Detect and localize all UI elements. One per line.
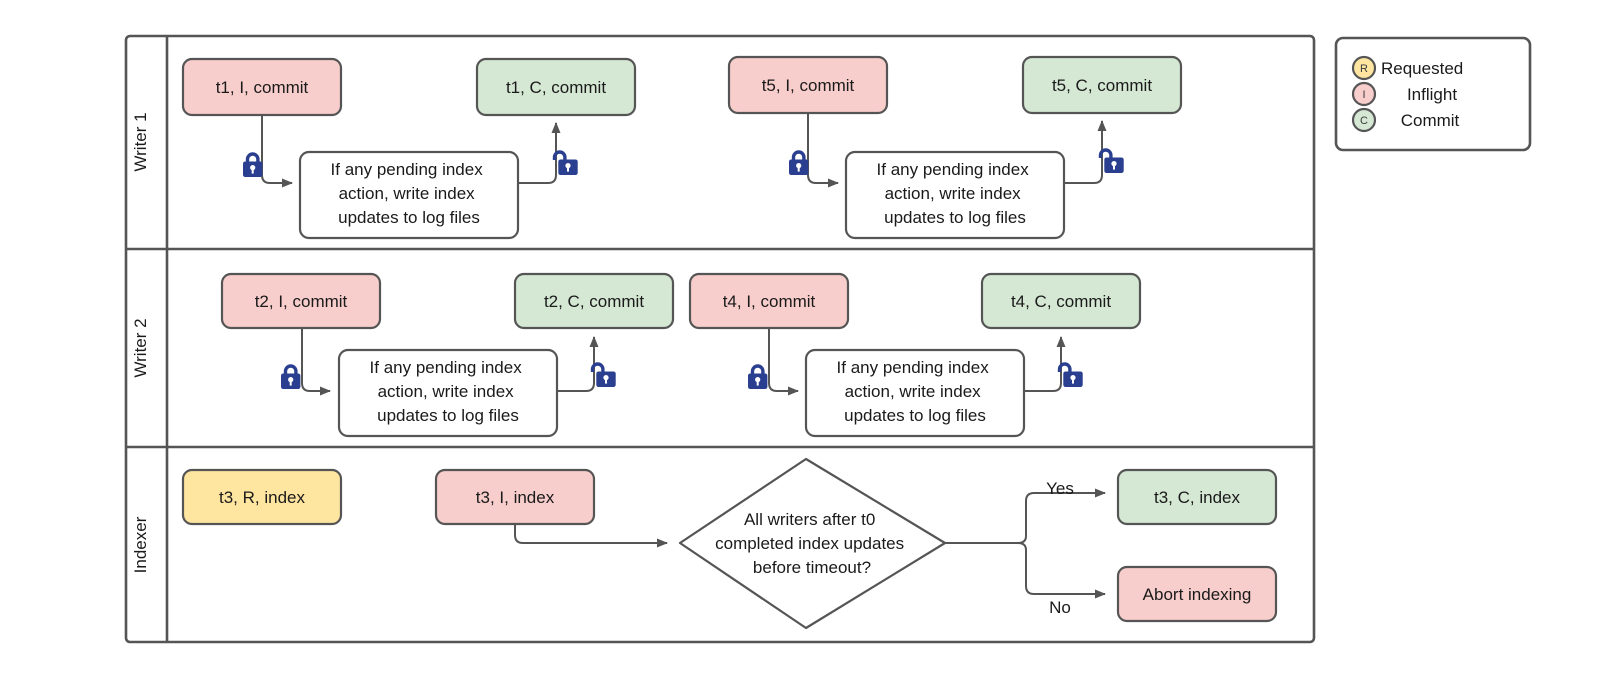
node-idx-decision-label: All writers after t0 completed index upd… <box>715 510 909 577</box>
flow-w2-t4-process-to-commit <box>1024 336 1066 392</box>
edge-label-yes: Yes <box>1046 479 1074 498</box>
lane-label-writer-1: Writer 1 <box>131 112 150 171</box>
legend-badge-letter-inflight: I <box>1362 89 1365 101</box>
lane-header-writer-1: Writer 1 <box>131 112 150 171</box>
node-w1-t5-inflight[interactable]: t5, I, commit <box>727 55 889 115</box>
legend-label-inflight: Inflight <box>1407 85 1457 104</box>
lane-header-writer-2: Writer 2 <box>131 318 150 377</box>
node-w1-t5-commit[interactable]: t5, C, commit <box>1021 55 1183 115</box>
node-w2-t2-commit[interactable]: t2, C, commit <box>513 272 675 330</box>
lock-closed-icon <box>789 150 809 175</box>
flow-w1-t5-process-to-commit <box>1064 120 1107 184</box>
node-idx-decision[interactable]: All writers after t0 completed index upd… <box>678 457 947 630</box>
flow-decision-branch <box>945 488 1106 599</box>
node-w1-process-2-label: If any pending index action, write index… <box>877 160 1034 227</box>
node-idx-t3-commit[interactable]: t3, C, index <box>1116 468 1278 526</box>
node-w2-process-1-label: If any pending index action, write index… <box>370 358 527 425</box>
flow-idx-inflight-to-decision <box>514 524 668 548</box>
swimlane-pool <box>124 34 1316 644</box>
lock-closed-icon <box>748 364 768 389</box>
lock-open-icon <box>1057 362 1083 387</box>
node-w2-t4-inflight[interactable]: t4, I, commit <box>688 272 850 330</box>
node-idx-abort-label: Abort indexing <box>1143 585 1252 604</box>
legend-badge-letter-commit: C <box>1360 115 1368 127</box>
legend-item-commit: C Commit <box>1351 107 1460 133</box>
node-idx-t3-requested-label: t3, R, index <box>219 488 305 507</box>
lane-label-indexer: Indexer <box>131 516 150 573</box>
node-idx-t3-commit-label: t3, C, index <box>1154 488 1240 507</box>
node-w1-t1-commit-label: t1, C, commit <box>506 78 606 97</box>
legend-badge-letter-requested: R <box>1360 63 1368 75</box>
lock-open-icon <box>552 150 578 175</box>
lock-closed-icon <box>243 152 263 177</box>
node-w1-t5-inflight-label: t5, I, commit <box>762 76 855 95</box>
flow-w2-t4-inflight-to-process <box>768 328 799 396</box>
node-w2-process-2-label: If any pending index action, write index… <box>837 358 994 425</box>
node-idx-t3-inflight[interactable]: t3, I, index <box>434 468 596 526</box>
node-w2-process-2[interactable]: If any pending index action, write index… <box>804 348 1026 438</box>
flow-w2-t2-process-to-commit <box>557 336 599 392</box>
legend-panel: R Requested I Inflight C Commit <box>1334 36 1532 152</box>
node-idx-t3-requested[interactable]: t3, R, index <box>181 468 343 526</box>
legend-label-commit: Commit <box>1401 111 1460 130</box>
node-w2-t2-inflight-label: t2, I, commit <box>255 292 348 311</box>
node-w1-process-1-label: If any pending index action, write index… <box>331 160 488 227</box>
flow-w1-inflight-to-process <box>261 115 293 188</box>
flow-w1-t5-inflight-to-process <box>807 113 839 188</box>
node-w2-process-1[interactable]: If any pending index action, write index… <box>337 348 559 438</box>
node-w1-t1-commit[interactable]: t1, C, commit <box>475 57 637 117</box>
node-w2-t4-commit[interactable]: t4, C, commit <box>980 272 1142 330</box>
node-w2-t4-commit-label: t4, C, commit <box>1011 292 1111 311</box>
lane-header-indexer: Indexer <box>131 516 150 573</box>
node-w1-process-2[interactable]: If any pending index action, write index… <box>844 150 1066 240</box>
node-w1-process-1[interactable]: If any pending index action, write index… <box>298 150 520 240</box>
node-w2-t2-inflight[interactable]: t2, I, commit <box>220 272 382 330</box>
lane-label-writer-2: Writer 2 <box>131 318 150 377</box>
node-w1-t1-inflight[interactable]: t1, I, commit <box>181 57 343 117</box>
node-w2-t4-inflight-label: t4, I, commit <box>723 292 816 311</box>
node-w1-t5-commit-label: t5, C, commit <box>1052 76 1152 95</box>
edge-label-no: No <box>1049 598 1071 617</box>
node-w1-t1-inflight-label: t1, I, commit <box>216 78 309 97</box>
lock-open-icon <box>1098 148 1124 173</box>
node-w2-t2-commit-label: t2, C, commit <box>544 292 644 311</box>
lock-open-icon <box>590 362 616 387</box>
flow-w1-process-to-commit <box>518 122 561 184</box>
legend-item-requested: R Requested <box>1351 55 1463 81</box>
node-idx-t3-inflight-label: t3, I, index <box>476 488 555 507</box>
node-idx-abort[interactable]: Abort indexing <box>1116 565 1278 623</box>
flow-w2-t2-inflight-to-process <box>301 328 331 396</box>
legend-label-requested: Requested <box>1381 59 1463 78</box>
legend-item-inflight: I Inflight <box>1351 81 1457 107</box>
lock-closed-icon <box>281 364 301 389</box>
